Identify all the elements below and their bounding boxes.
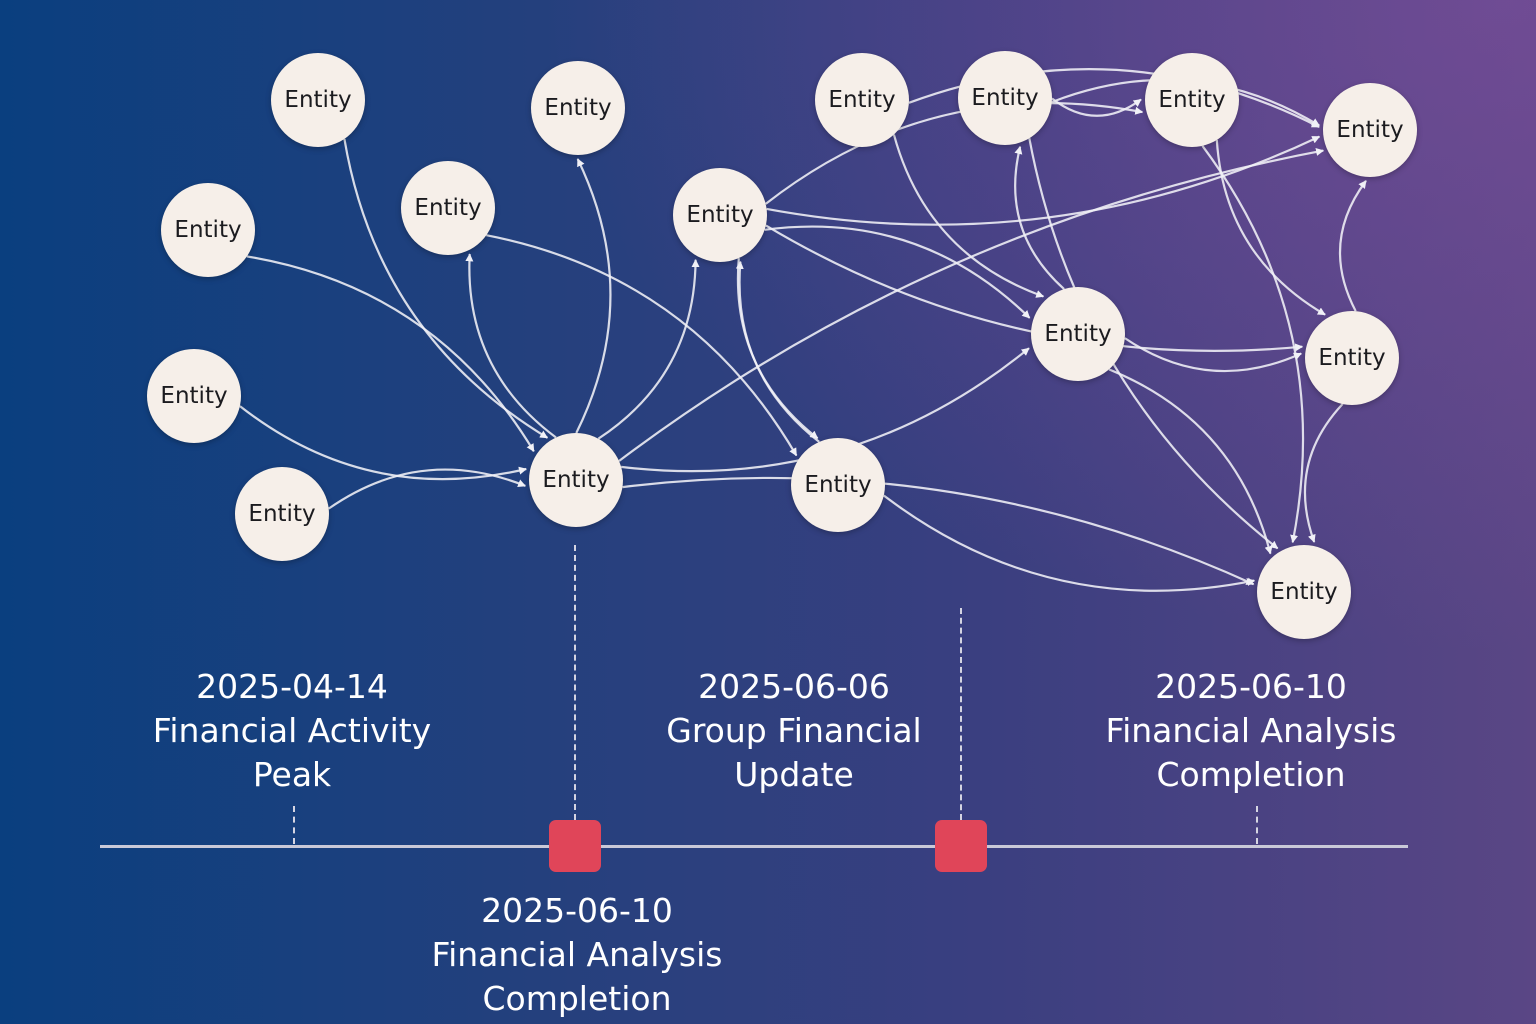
event-date: 2025-06-10 <box>1155 667 1347 706</box>
edge-arrow <box>1028 137 1279 550</box>
event-title-line2: Update <box>734 755 854 794</box>
event-title-line2: Completion <box>482 979 672 1018</box>
edge-arrow <box>735 260 820 443</box>
event-title-line2: Peak <box>252 755 332 794</box>
event-label: 2025-04-14 Financial Activity Peak <box>82 665 502 797</box>
edge-arrow <box>892 134 1045 298</box>
edge-arrow <box>765 224 1304 352</box>
event-title-line2: Completion <box>1156 755 1346 794</box>
event-date: 2025-06-10 <box>481 891 673 930</box>
entity-node[interactable]: Entity <box>1257 545 1351 639</box>
edge-arrow <box>622 476 1255 586</box>
event-title-line1: Financial Analysis <box>1105 711 1397 750</box>
event-title-line1: Financial Activity <box>152 711 432 750</box>
edge-arrow <box>1215 139 1326 316</box>
edge-arrow <box>1303 403 1344 543</box>
timeline-marker[interactable] <box>935 820 987 872</box>
entity-node[interactable]: Entity <box>791 438 885 532</box>
edge-arrow <box>1051 97 1142 117</box>
event-title-line1: Financial Analysis <box>431 935 723 974</box>
timeline-tick <box>293 806 295 844</box>
entity-node[interactable]: Entity <box>1305 311 1399 405</box>
edge-arrow <box>328 468 527 510</box>
event-label: 2025-06-10 Financial Analysis Completion <box>367 889 787 1021</box>
edge-arrow <box>239 405 527 481</box>
edge-arrow <box>246 255 535 452</box>
edge-arrow <box>1014 145 1065 290</box>
event-label: 2025-06-10 Financial Analysis Completion <box>1041 665 1461 797</box>
edge-arrow <box>883 494 1256 592</box>
entity-node[interactable]: Entity <box>531 61 625 155</box>
entity-node[interactable]: Entity <box>815 53 909 147</box>
entity-node[interactable]: Entity <box>1145 53 1239 147</box>
edge-arrow <box>465 253 557 439</box>
edge-layer <box>239 68 1367 592</box>
edge-arrow <box>1201 145 1305 544</box>
event-date: 2025-04-14 <box>196 667 388 706</box>
edge-arrow <box>1338 180 1367 312</box>
edge-arrow <box>575 158 612 434</box>
timeline-tick <box>574 545 576 820</box>
timeline-marker[interactable] <box>549 820 601 872</box>
timeline-tick <box>1256 806 1258 844</box>
entity-node[interactable]: Entity <box>529 433 623 527</box>
event-date: 2025-06-06 <box>698 667 890 706</box>
entity-node[interactable]: Entity <box>401 161 495 255</box>
event-label: 2025-06-06 Group Financial Update <box>584 665 1004 797</box>
entity-node[interactable]: Entity <box>1323 83 1417 177</box>
entity-node[interactable]: Entity <box>161 183 255 277</box>
edge-arrow <box>1124 337 1302 373</box>
edge-arrow <box>486 234 798 457</box>
edge-arrow <box>764 225 1031 319</box>
entity-node[interactable]: Entity <box>235 467 329 561</box>
event-title-line1: Group Financial <box>666 711 922 750</box>
edge-arrow <box>597 259 700 440</box>
timeline-tick <box>960 608 962 820</box>
entity-node[interactable]: Entity <box>1031 287 1125 381</box>
entity-node[interactable]: Entity <box>147 349 241 443</box>
edge-arrow <box>765 102 1144 205</box>
edge-arrow <box>1108 368 1273 555</box>
entity-node[interactable]: Entity <box>673 168 767 262</box>
timeline-axis <box>100 845 1408 848</box>
entity-node[interactable]: Entity <box>958 51 1052 145</box>
entity-node[interactable]: Entity <box>271 53 365 147</box>
edge-arrow <box>618 147 1325 462</box>
